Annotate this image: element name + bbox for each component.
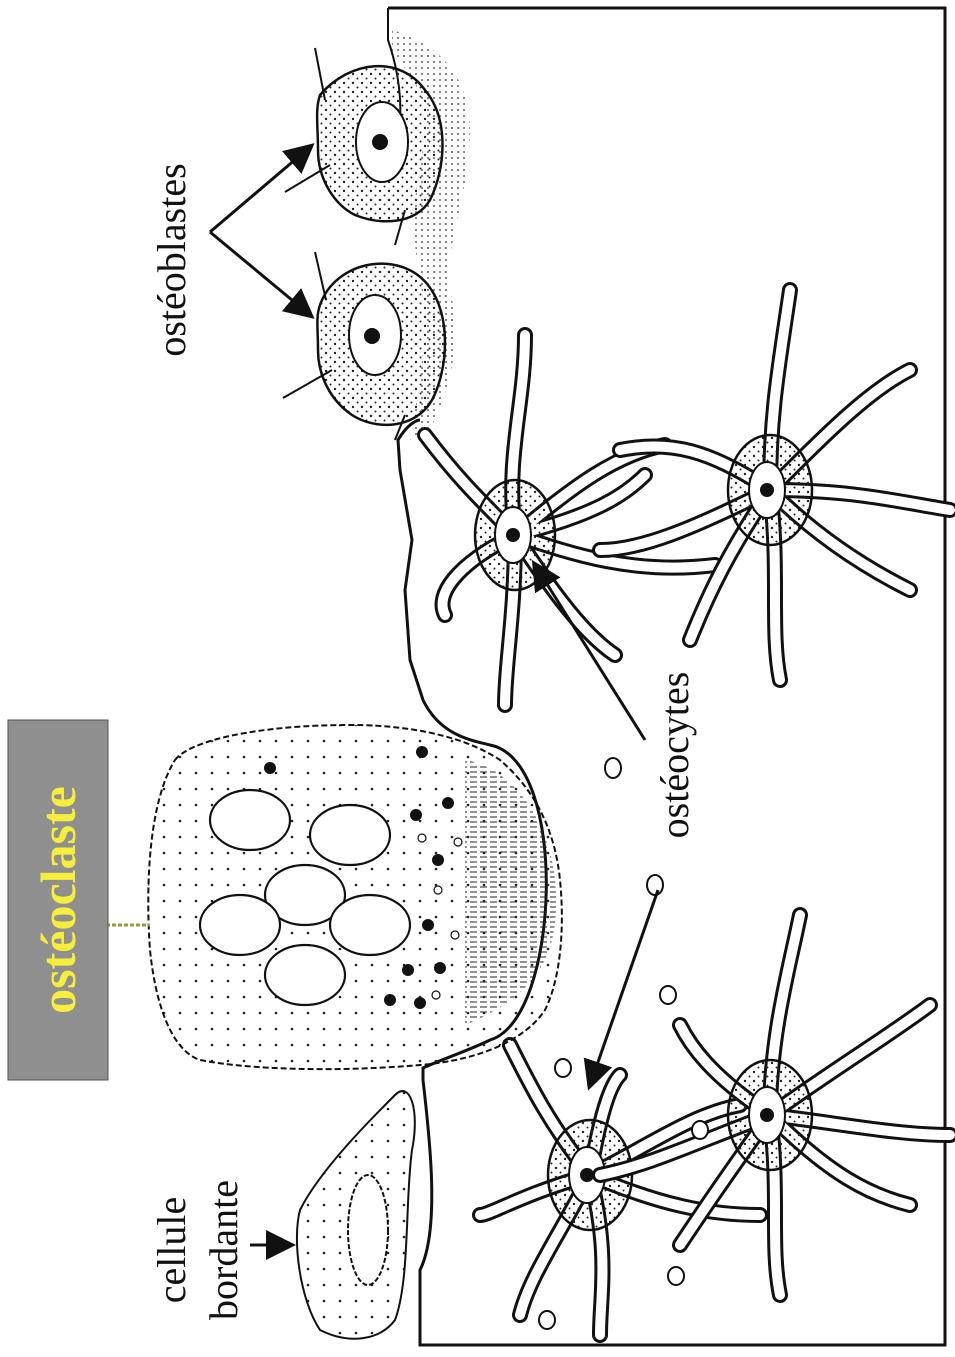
osteoblastes-label: ostéoblastes (149, 163, 194, 356)
osteoblast-2 (283, 252, 445, 440)
nucleus-icon (506, 528, 520, 542)
osteocyte-4 (600, 915, 950, 1295)
nucleus-icon (364, 328, 380, 344)
svg-text:ostéocytes: ostéocytes (652, 672, 697, 839)
bordante-label: bordante (201, 1180, 246, 1320)
lining-cell (297, 1091, 415, 1339)
nucleus-icon (760, 1108, 774, 1122)
nucleus-icon (372, 134, 388, 150)
nucleus-icon (760, 483, 774, 497)
svg-text:ostéoblastes: ostéoblastes (149, 163, 194, 356)
osteoclaste-label: ostéoclaste (30, 786, 86, 1014)
osteoclast (148, 725, 562, 1069)
nucleus-icon (580, 1168, 594, 1182)
osteocyte-2 (600, 290, 950, 680)
osteocyte-1 (425, 335, 715, 705)
osteocytes-label: ostéocytes (652, 672, 697, 839)
cellule-label: cellule (149, 1197, 194, 1304)
